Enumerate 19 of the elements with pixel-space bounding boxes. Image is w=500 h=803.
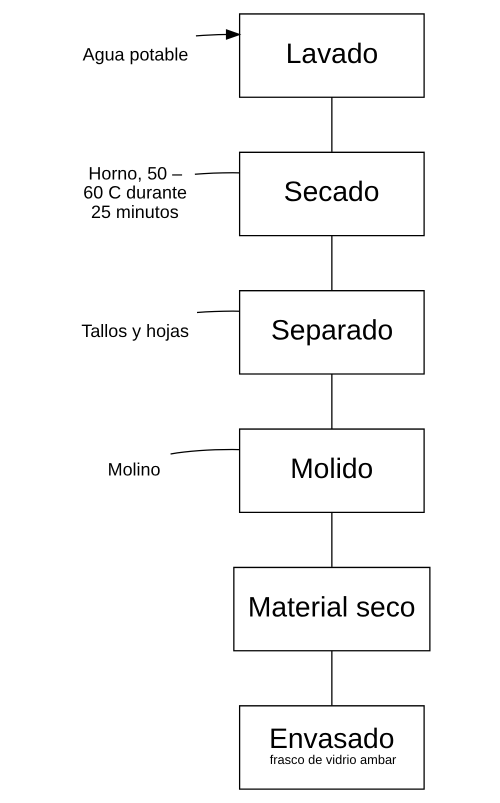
- node-box: Separado: [238, 290, 424, 375]
- connector: [170, 448, 239, 455]
- node-box: Lavado: [238, 13, 424, 98]
- arrow: [195, 29, 241, 40]
- node-box: Material seco: [232, 566, 430, 652]
- connector: [330, 97, 332, 152]
- node-box: Molido: [238, 428, 424, 513]
- connector: [330, 512, 332, 567]
- node-text: Tallos y hojas: [80, 321, 188, 342]
- connector: [330, 236, 332, 290]
- connector: [330, 650, 332, 706]
- connector: [194, 172, 240, 175]
- connector: [330, 374, 332, 429]
- node-text: Horno, 50 – 60 C durante 25 minutos: [82, 163, 186, 222]
- node-text: Agua potable: [82, 44, 188, 64]
- connector: [196, 310, 240, 314]
- node-box: Secado: [238, 152, 424, 236]
- node-box: Envasado frasco de vidrio ambar: [238, 705, 424, 790]
- node-text: Molino: [107, 459, 160, 480]
